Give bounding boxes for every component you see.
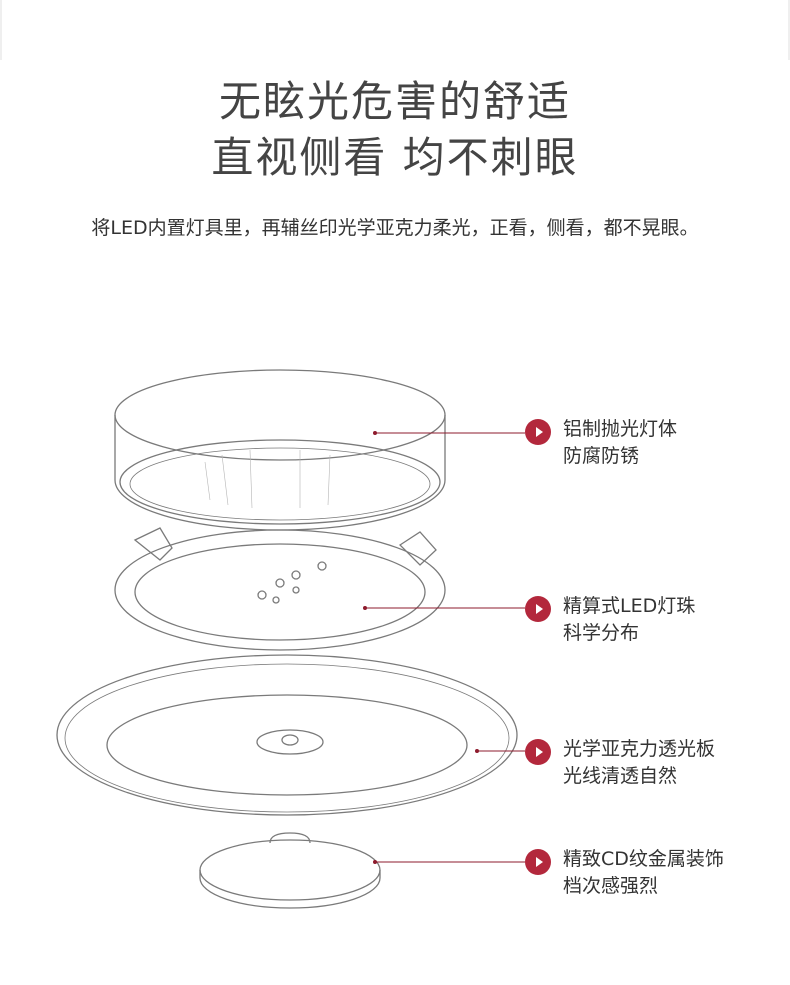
play-arrow-icon	[525, 419, 551, 445]
play-arrow-icon	[525, 739, 551, 765]
callout-detail: 防腐防锈	[563, 445, 640, 467]
play-arrow-icon	[525, 849, 551, 875]
callout-metal-cap: 精致CD纹金属装饰 档次感强烈	[525, 846, 724, 900]
callout-detail: 档次感强烈	[563, 875, 659, 897]
callout-detail: 光线清透自然	[563, 765, 678, 787]
metal-cap-part	[199, 832, 381, 909]
callout-acrylic: 光学亚克力透光板 光线清透自然	[525, 736, 715, 790]
page-edge-right	[788, 0, 790, 60]
callout-anchor-2	[363, 606, 367, 610]
callout-title: 精算式LED灯珠	[563, 595, 696, 617]
play-arrow-icon	[525, 596, 551, 622]
callout-detail: 科学分布	[563, 622, 640, 644]
subtitle: 将LED内置灯具里，再辅丝印光学亚克力柔光，正看，侧看，都不晃眼。	[91, 217, 699, 239]
callout-housing: 铝制抛光灯体 防腐防锈	[525, 416, 677, 470]
headline-line-2: 直视侧看 均不刺眼	[211, 133, 579, 182]
callout-title: 精致CD纹金属装饰	[563, 848, 724, 870]
callout-led: 精算式LED灯珠 科学分布	[525, 593, 695, 647]
callout-title: 光学亚克力透光板	[563, 738, 716, 760]
led-board-part	[114, 527, 446, 651]
acrylic-diffuser-part	[56, 654, 518, 816]
headline-line-1: 无眩光危害的舒适	[218, 77, 571, 126]
callout-anchor-1	[373, 431, 377, 435]
callout-anchor-3	[475, 749, 479, 753]
lamp-housing-part	[114, 369, 446, 531]
page-edge-left	[0, 0, 2, 60]
callout-title: 铝制抛光灯体	[563, 418, 678, 440]
callout-anchor-4	[373, 860, 377, 864]
